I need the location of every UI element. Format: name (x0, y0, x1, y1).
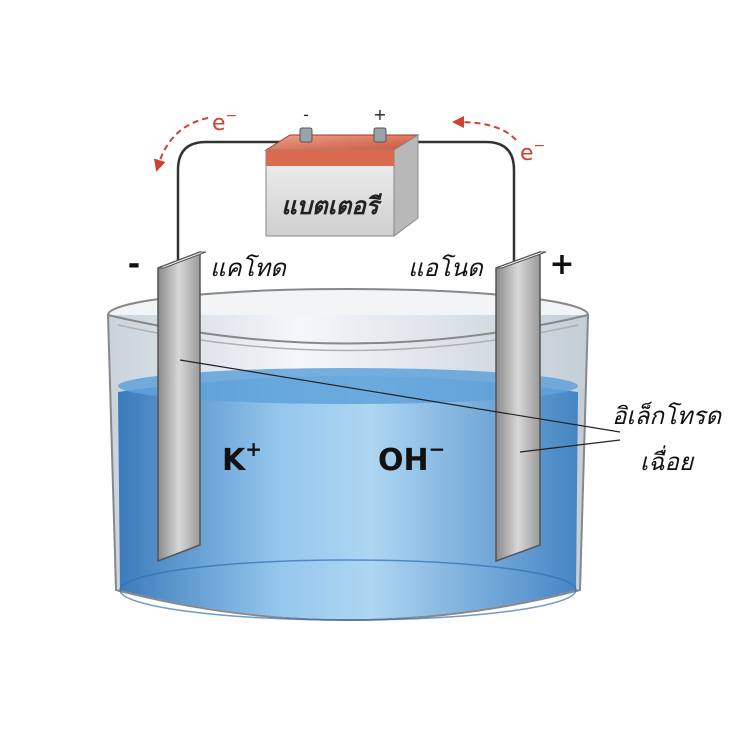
terminal-positive (373, 127, 387, 143)
wire-left (176, 140, 300, 268)
anode-electrode (495, 250, 547, 563)
terminal-negative (299, 127, 313, 143)
anode-label: แอโนด (408, 254, 484, 282)
pointer-line-anode (519, 439, 621, 453)
inert-electrode-label-line1: อิเล็กโทรด (612, 401, 722, 430)
liquid-bottom (119, 559, 577, 621)
cathode-sign: - (128, 247, 140, 282)
battery-label: แบตเตอรี (281, 191, 382, 220)
anode-sign: + (549, 247, 574, 282)
electron-label-left: e− (212, 108, 237, 136)
cathode-electrode (157, 250, 207, 563)
wire-right (382, 140, 516, 268)
pointer-line-cathode (179, 359, 621, 433)
cation-label: K+ (222, 437, 262, 478)
battery: - + แบตเตอรี (264, 105, 420, 237)
battery-minus-sign: - (303, 105, 309, 124)
cathode-label: แคโทด (210, 254, 287, 282)
anion-label: OH− (378, 437, 445, 478)
liquid-surface (118, 368, 578, 404)
electron-arrow-left (153, 117, 209, 172)
battery-front-band (266, 150, 394, 166)
electron-label-right: e− (520, 138, 545, 166)
electrolyte-liquid (118, 376, 578, 619)
inert-electrode-label-line2: เฉื่อย (640, 445, 695, 476)
battery-plus-sign: + (373, 105, 386, 124)
electron-arrow-right (452, 116, 517, 141)
battery-top (264, 134, 420, 151)
battery-side (393, 134, 419, 237)
